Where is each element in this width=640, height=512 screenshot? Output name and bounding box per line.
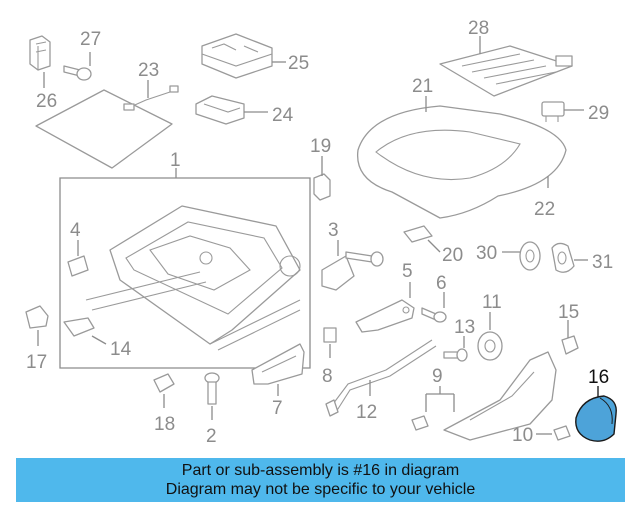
callout-24[interactable]: 24 [272,105,294,126]
part-31-cover[interactable] [551,242,575,273]
callout-1[interactable]: 1 [170,150,181,171]
part-14-cover[interactable] [63,317,95,337]
part-21-seat-cushion[interactable] [356,105,567,219]
callout-22[interactable]: 22 [534,199,555,220]
callout-10[interactable]: 10 [512,425,533,446]
part-9-clips[interactable] [411,415,429,431]
callout-9[interactable]: 9 [432,366,443,387]
callout-2[interactable]: 2 [206,426,217,447]
part-4-bracket[interactable] [67,255,89,277]
part-18-clip[interactable] [153,373,175,393]
part-19-bracket[interactable] [313,173,331,201]
part-12-rod[interactable] [325,339,437,417]
banner-line-2: Diagram may not be specific to your vehi… [165,481,476,498]
part-20-cap[interactable] [403,225,433,243]
part-10-knob[interactable] [553,425,571,441]
part-7-trim[interactable] [251,343,305,385]
seat-pad [35,89,173,169]
part-26-bracket[interactable] [29,35,51,71]
callout-27[interactable]: 27 [80,29,101,50]
part-17-clip[interactable] [25,305,49,329]
callout-6[interactable]: 6 [436,273,447,294]
callout-29[interactable]: 29 [588,103,609,124]
callout-12[interactable]: 12 [356,402,377,423]
part-15-clip[interactable] [561,335,579,355]
part-16-cover-highlighted[interactable] [575,395,617,442]
callout-20[interactable]: 20 [442,245,463,266]
callout-11[interactable]: 11 [482,292,502,313]
callout-26[interactable]: 26 [36,91,57,112]
part-25-module[interactable] [201,33,273,79]
part-24-module[interactable] [195,95,245,125]
callout-31[interactable]: 31 [592,252,613,273]
part-30-gear[interactable] [519,241,541,271]
callout-5[interactable]: 5 [402,261,413,282]
callout-4[interactable]: 4 [70,220,81,241]
part-29-sensor[interactable] [541,101,565,122]
callout-3[interactable]: 3 [328,220,339,241]
part-1-frame-box [59,177,311,369]
part-8-bracket[interactable] [323,327,337,343]
callout-25[interactable]: 25 [288,53,309,74]
callout-13[interactable]: 13 [454,317,475,338]
callout-17[interactable]: 17 [26,352,47,373]
part-5-link[interactable] [355,299,415,333]
part-3-motor[interactable] [321,251,384,291]
part-6-bolt[interactable] [421,307,447,323]
callout-7[interactable]: 7 [272,398,283,419]
info-banner: Part or sub-assembly is #16 in diagram D… [16,458,625,502]
callout-8[interactable]: 8 [322,366,333,387]
callout-18[interactable]: 18 [154,414,175,435]
part-11-plate[interactable] [477,331,503,361]
part-13-bolt[interactable] [443,348,468,362]
callout-23[interactable]: 23 [138,60,159,81]
callout-16[interactable]: 16 [588,367,609,388]
callout-14[interactable]: 14 [110,339,132,360]
callout-28[interactable]: 28 [468,18,489,39]
part-1-seat-frame[interactable] [85,205,301,351]
callout-30[interactable]: 30 [476,243,497,264]
banner-line-1: Part or sub-assembly is #16 in diagram [181,462,460,479]
callout-21[interactable]: 21 [412,76,433,97]
side-shield [443,351,557,441]
callout-15[interactable]: 15 [558,302,579,323]
part-27-bolt[interactable] [63,65,92,81]
part-2-bolt[interactable] [204,372,220,405]
part-28-heater-mat[interactable] [439,45,573,97]
part-23-harness[interactable] [123,85,179,111]
callout-19[interactable]: 19 [310,136,331,157]
